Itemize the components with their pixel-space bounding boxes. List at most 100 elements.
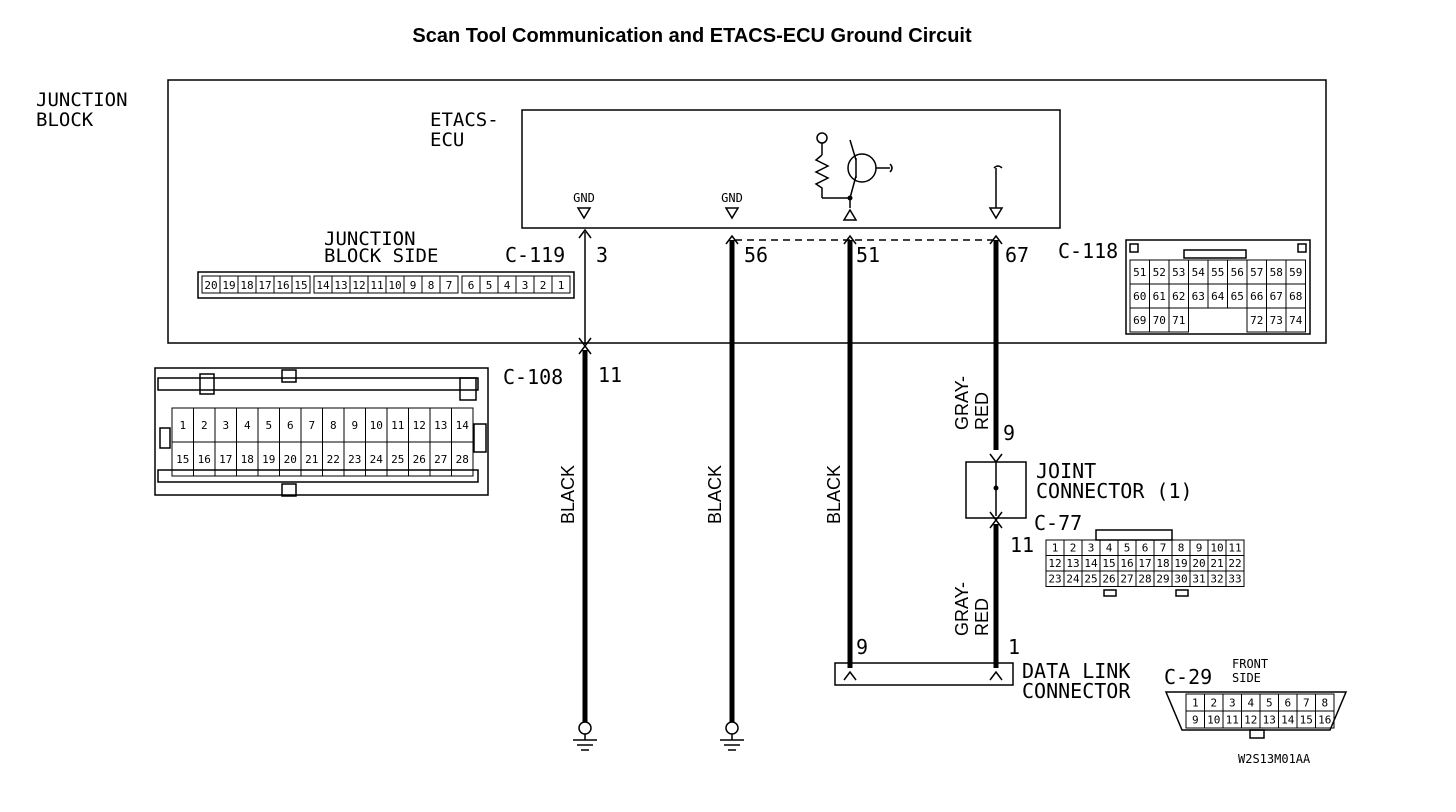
c77-pin-label: 28: [1138, 573, 1151, 586]
c29-pin-label: 13: [1263, 713, 1276, 726]
wire-label-gray-2: GRAY-: [952, 582, 972, 636]
jb-side-pin-label: 1: [558, 279, 565, 292]
c108-pin-label: 9: [351, 419, 358, 432]
c108-pin-label: 20: [284, 453, 297, 466]
c118-pin-label: 58: [1270, 266, 1283, 279]
c118-pin-label: 52: [1153, 266, 1166, 279]
c77-pin-label: 21: [1210, 557, 1223, 570]
c77-pin-label: 30: [1174, 573, 1187, 586]
jb-side-pin-label: 5: [486, 279, 493, 292]
pin-1-dlc: 1: [1008, 635, 1020, 659]
c108-pin-label: 5: [265, 419, 272, 432]
pin-11-joint: 11: [1010, 533, 1034, 557]
jb-side-pin-label: 14: [316, 279, 330, 292]
c77-cell: [1225, 570, 1245, 587]
c118-pin-label: 55: [1211, 266, 1224, 279]
dlc-side-label: SIDE: [1232, 671, 1261, 685]
c77-pin-label: 2: [1070, 542, 1077, 555]
junction-block-box: [167, 79, 1327, 344]
transistor-icon: [814, 132, 893, 221]
c29-pin-label: 4: [1247, 696, 1254, 709]
jb-side-pin-label: 9: [410, 279, 417, 292]
jb-side-pin-label: 3: [522, 279, 529, 292]
c77-pin-label: 18: [1156, 557, 1169, 570]
c29-pin-label: 6: [1284, 696, 1291, 709]
c108-pin-label: 18: [241, 453, 254, 466]
c118-pin-label: 57: [1250, 266, 1263, 279]
c77-label: C-77: [1034, 511, 1082, 535]
c108-pin-label: 19: [262, 453, 275, 466]
c77-pin-label: 25: [1084, 573, 1097, 586]
jb-side-cell: [551, 275, 571, 294]
c29-pin-label: 9: [1192, 713, 1199, 726]
wire-label-red-2: RED: [972, 598, 992, 636]
jb-side-pin-label: 16: [276, 279, 289, 292]
c108-pin-label: 11: [391, 419, 404, 432]
c118-cell: [1285, 307, 1306, 333]
data-link-connector-box: [834, 662, 1014, 686]
c108-pin-label: 16: [198, 453, 211, 466]
c29-pin-label: 16: [1318, 713, 1331, 726]
junction-block-label-2: BLOCK: [36, 109, 94, 131]
c118-pin-label: 74: [1289, 314, 1303, 327]
c118-pin-label: 72: [1250, 314, 1263, 327]
c108-pin-label: 2: [201, 419, 208, 432]
wire-gray-red: [989, 234, 1003, 681]
c77-pin-label: 13: [1066, 557, 1079, 570]
jb-side-cell: [439, 275, 459, 294]
c77-pin-label: 1: [1052, 542, 1059, 555]
wire-ground-1: [573, 228, 597, 751]
c77-pin-label: 10: [1210, 542, 1223, 555]
c118-pin-label: 60: [1133, 290, 1146, 303]
c108-pin-label: 27: [434, 453, 447, 466]
c29-pin-label: 2: [1210, 696, 1217, 709]
c77-pin-label: 16: [1120, 557, 1133, 570]
jb-side-pin-label: 2: [540, 279, 547, 292]
c29-pin-label: 15: [1300, 713, 1313, 726]
c77-pin-label: 12: [1048, 557, 1061, 570]
dlc-front-label: FRONT: [1232, 657, 1268, 671]
c108-label: C-108: [503, 365, 563, 389]
gnd-arrow-2: [724, 207, 740, 220]
jb-side-pin-label: 13: [334, 279, 347, 292]
c29-pin-label: 12: [1244, 713, 1257, 726]
c108-pin-label: 14: [456, 419, 470, 432]
c108-pin-label: 21: [305, 453, 318, 466]
c77-pin-label: 8: [1178, 542, 1185, 555]
jb-side-pin-label: 11: [370, 279, 383, 292]
jb-side-pin-label: 8: [428, 279, 435, 292]
c108-pin-label: 13: [434, 419, 447, 432]
joint-connector-label-2: CONNECTOR (1): [1036, 479, 1193, 503]
jb-side-pin-label: 15: [294, 279, 307, 292]
jb-side-pin-label: 12: [352, 279, 365, 292]
c108-pin-label: 10: [370, 419, 383, 432]
c108-pin-label: 3: [222, 419, 229, 432]
c118-pin-label: 71: [1172, 314, 1185, 327]
gnd-arrow-1: [576, 207, 592, 220]
joint-connector-box: [965, 461, 1027, 519]
c77-pin-label: 11: [1228, 542, 1241, 555]
c77-pin-label: 24: [1066, 573, 1080, 586]
c108-pin-label: 8: [330, 419, 337, 432]
c118-pin-label: 51: [1133, 266, 1146, 279]
c118-pin-label: 65: [1231, 290, 1244, 303]
c29-pin-label: 14: [1281, 713, 1295, 726]
c29-pin-label: 8: [1321, 696, 1328, 709]
wire-label-black-3: BLACK: [824, 465, 844, 524]
c118-pin-label: 59: [1289, 266, 1302, 279]
c77-pin-label: 14: [1084, 557, 1098, 570]
c77-pin-label: 26: [1102, 573, 1115, 586]
c77-pin-label: 20: [1192, 557, 1205, 570]
c118-label: C-118: [1058, 239, 1118, 263]
c77-pin-label: 27: [1120, 573, 1133, 586]
c29-pin-label: 1: [1192, 696, 1199, 709]
c77-pin-label: 31: [1192, 573, 1205, 586]
c118-cell: [1168, 307, 1189, 333]
pin-51: 51: [856, 243, 880, 267]
c77-pin-label: 15: [1102, 557, 1115, 570]
c118-pin-label: 68: [1289, 290, 1302, 303]
c118-pin-label: 53: [1172, 266, 1185, 279]
c108-pin-label: 4: [244, 419, 251, 432]
